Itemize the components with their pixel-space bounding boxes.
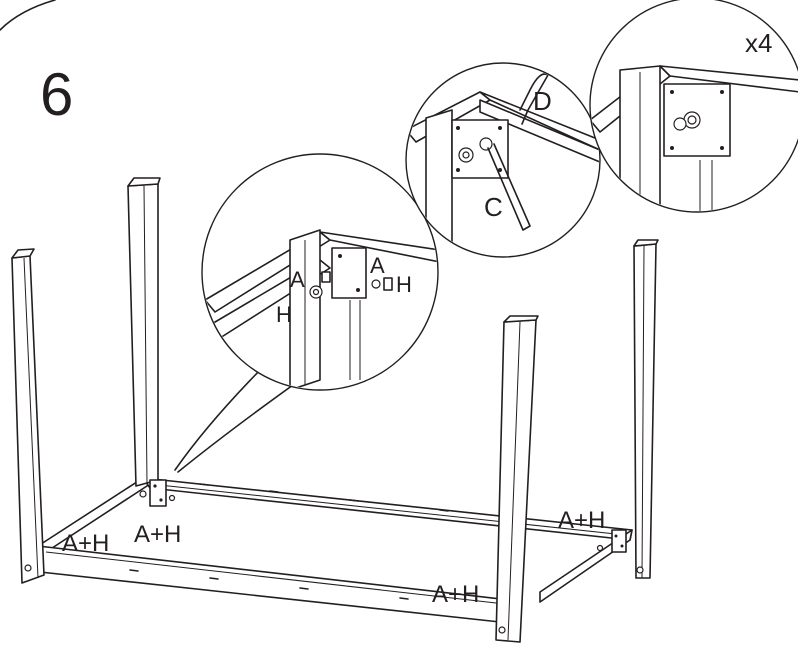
detail-circle-wrench: D C (405, 62, 601, 258)
label-wrench-d: D (533, 86, 552, 116)
leg-rear-right (633, 239, 659, 579)
label-rear-left: A+H (134, 521, 181, 548)
label-detail-bolt-2: A (370, 253, 385, 278)
detail-circle-bolt: A H A H (201, 153, 439, 391)
detail-circle-final: x4 (589, 0, 798, 213)
multiplier-label: x4 (745, 28, 772, 58)
label-rear-right: A+H (558, 507, 605, 534)
leg-rear-left (127, 177, 161, 487)
right-rail (539, 529, 633, 603)
label-spanner-c: C (484, 192, 503, 222)
label-detail-nut-2: H (396, 272, 412, 297)
label-detail-nut: H (276, 302, 292, 327)
label-detail-bolt: A (290, 267, 305, 292)
step-number: 6 (40, 61, 73, 128)
leg-front-right (495, 315, 539, 643)
corner-arc (0, 0, 56, 31)
label-front-right: A+H (432, 581, 479, 608)
table-frame (37, 477, 633, 623)
label-front-left: A+H (62, 530, 109, 557)
leg-front-left (11, 248, 45, 584)
bracket-rear-left (139, 479, 176, 507)
callout-tail (174, 359, 301, 473)
bracket-rear-right (596, 529, 627, 553)
